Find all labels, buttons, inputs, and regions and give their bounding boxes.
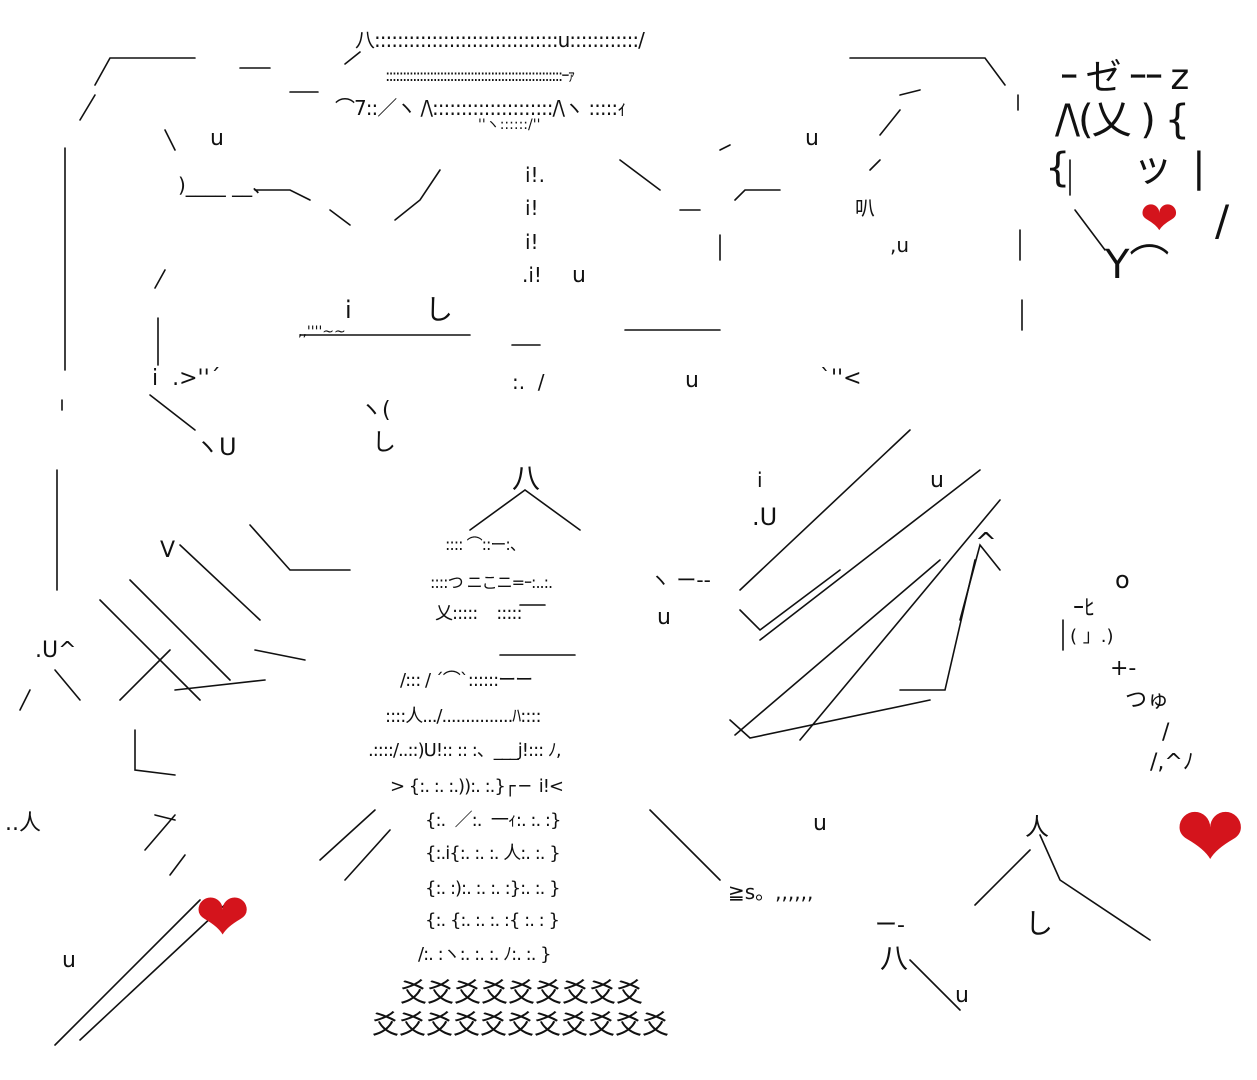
chin-mark: ヽ( bbox=[360, 398, 391, 423]
right-i-mark: i bbox=[757, 468, 763, 492]
mouth-left: ,,''''~~ bbox=[298, 324, 346, 340]
right-person: 人 bbox=[1025, 813, 1049, 841]
crown-top: 八::::::::::::::::::::::::::::::::u::::::… bbox=[355, 28, 645, 52]
figure-body-8: /:. :ヽ:. :. :. ﾉ:. :. } bbox=[418, 944, 552, 965]
right-top-bar: ー- bbox=[875, 913, 905, 938]
right-bottom-u: u bbox=[955, 983, 969, 1008]
figure-face-3: 乂::::: ::::: bbox=[435, 603, 523, 624]
kuchi-glyph: 叭 bbox=[855, 196, 875, 220]
left-person-2: ..人 bbox=[5, 811, 41, 836]
figure-skirt-1: 爻爻爻爻爻爻爻爻爻 bbox=[400, 978, 643, 1009]
figure-body-3: > {:. :. :.)):. :.}┌ ─ i!< bbox=[390, 776, 564, 797]
left-u-mark: ヽU bbox=[195, 433, 237, 461]
figure-body-4: {:. ／:. 一ｨ:. :. :} bbox=[425, 810, 561, 831]
figure-body-2: .::::/..::)U!:: :: :、___j!::: ﾉ, bbox=[368, 740, 562, 761]
left-person-1: .U^ bbox=[35, 638, 77, 663]
small-figure-5: / bbox=[1162, 720, 1170, 745]
mouth-shi: し bbox=[425, 293, 454, 326]
figure-head: /::: / ´⌒`::::::ーー bbox=[400, 670, 533, 691]
figure-face-2: ::::つ ニこニ=ｰ:..:. bbox=[430, 573, 553, 592]
right-u-mark: .U bbox=[752, 503, 778, 531]
left-brow: )____ __、 bbox=[178, 173, 273, 197]
cheek-left: i .>''´ bbox=[152, 366, 221, 391]
right-u-far: u bbox=[930, 468, 944, 493]
right-eight: 八 bbox=[880, 942, 909, 975]
small-figure-0: o bbox=[1115, 566, 1130, 594]
crown-mid: ::::::::::::::::::::::::::::::::::::::::… bbox=[385, 66, 575, 85]
u-mark-top-right: u bbox=[805, 126, 819, 151]
small-figure-4: つゅ bbox=[1125, 688, 1170, 713]
lower-mid-u: u bbox=[813, 811, 827, 836]
chin-mid: :. / bbox=[512, 370, 545, 394]
right-caret: ^ bbox=[975, 528, 997, 558]
u-mark-nose: u bbox=[572, 263, 586, 288]
chin-shi: し bbox=[372, 428, 396, 456]
side-u: ,u bbox=[890, 233, 910, 257]
figure-skirt-2: 爻爻爻爻爻爻爻爻爻爻爻 bbox=[372, 1010, 669, 1041]
figure-u-mark: u bbox=[657, 605, 671, 630]
figure-face-1: :::: ⌒::ー:、 bbox=[445, 535, 526, 554]
cheek-right: `''< bbox=[820, 366, 862, 391]
u-mark-right-cheek: u bbox=[685, 368, 699, 393]
heart-icon: ❤ bbox=[195, 879, 251, 956]
figure-body-6: {:. :):. :. :. :}:. :. } bbox=[425, 878, 561, 899]
right-shi: し bbox=[1025, 907, 1054, 940]
center-eight: 八 bbox=[512, 462, 541, 495]
right-hand: ヽ ー-- bbox=[650, 568, 711, 592]
eye-mark-2: i! bbox=[525, 196, 539, 220]
corner-face-1: ｰ ゼ ｰｰ z bbox=[1060, 57, 1189, 98]
figure-body-7: {:. {:. :. :. :{ :. : } bbox=[425, 910, 560, 931]
small-figure-6: /,^ﾉ bbox=[1150, 750, 1194, 775]
heart-icon: ❤ bbox=[1140, 191, 1179, 245]
crown-low: ⌒7::／ヽ /\:::::::::::::::::::::/\ヽ :::::ｨ bbox=[335, 96, 627, 120]
figure-body-5: {:.i{:. :. :. 人:. :. } bbox=[425, 843, 561, 864]
corner-face-2: /\(乂 ) { bbox=[1055, 97, 1190, 143]
figure-tail: ≧s。,,,,,, bbox=[728, 880, 814, 904]
left-v-mark: V bbox=[160, 538, 176, 563]
small-figure-2: ( 」.) bbox=[1070, 626, 1114, 647]
corner-face-slash: / bbox=[1215, 196, 1230, 245]
bottom-left-u: u bbox=[62, 948, 76, 973]
eye-mark-3: i! bbox=[525, 230, 539, 254]
small-figure-1: ｰﾋ bbox=[1073, 596, 1096, 621]
heart-icon: ❤ bbox=[1175, 788, 1246, 886]
u-mark-top-left: u bbox=[210, 126, 224, 151]
small-figure-3: +- bbox=[1110, 656, 1137, 681]
corner-face-3: { ッ | bbox=[1045, 145, 1206, 191]
mouth-i: i bbox=[345, 296, 352, 324]
figure-body-1: ::::人.../...............ﾊ:::: bbox=[385, 706, 542, 727]
eye-mark-4: .i! bbox=[522, 263, 542, 287]
eye-mark-1: i!. bbox=[525, 163, 545, 187]
corner-face-4: Y⌒ bbox=[1105, 242, 1170, 288]
crown-base: ''ヽ::::::/'' bbox=[478, 117, 541, 133]
